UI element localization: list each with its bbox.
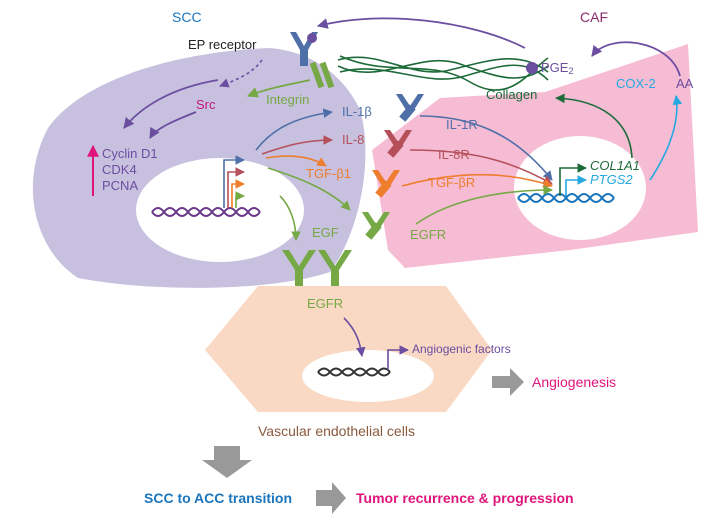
scc-to-acc-label: SCC to ACC transition — [144, 490, 293, 506]
egf-label: EGF — [312, 225, 339, 240]
src-label: Src — [196, 97, 216, 112]
cox2-label: COX-2 — [616, 76, 656, 91]
egfr-endothelial-label: EGFR — [307, 296, 344, 311]
il1b-secretion-arrow — [255, 108, 333, 151]
upper-to-cyclin-arrow — [123, 79, 219, 129]
pcna-label: PCNA — [102, 178, 139, 193]
egfr-caf-label: EGFR — [410, 227, 447, 242]
scc-label: SCC — [172, 9, 202, 25]
ptgs2-to-cox2-arrow — [649, 95, 683, 181]
ptgs2-promoter-arrow — [565, 175, 587, 196]
il1r-to-dna-arrow — [419, 115, 553, 181]
ptgs2-label: PTGS2 — [590, 172, 633, 187]
cdk4-label: CDK4 — [102, 162, 137, 177]
caf-nucleus — [514, 136, 646, 240]
egfr-to-endothelial-dna-arrow — [343, 317, 366, 357]
endothelial-dna — [317, 367, 391, 377]
scc-nucleus — [136, 158, 304, 262]
pge2-subscript: 2 — [568, 66, 574, 76]
scc-promoter-arrows — [223, 155, 245, 208]
egfr-endothelial-icon — [282, 250, 352, 286]
aa-label: AA — [676, 76, 694, 91]
egf-to-caf-arrow — [267, 167, 351, 211]
ep-receptor-icon — [290, 32, 318, 66]
il1b-label: IL-1β — [342, 104, 372, 119]
aa-to-pge2-arrow — [591, 41, 681, 77]
angiogenic-factors-label: Angiogenic factors — [412, 342, 511, 356]
angiogenic-promoter-arrow — [387, 345, 409, 370]
tgfbr-label: TGF-βR — [428, 175, 476, 190]
il8r-label: IL-8R — [438, 147, 470, 162]
pge2-text: PGE — [541, 60, 569, 75]
angiogenesis-block-arrow — [492, 368, 524, 396]
il8r-to-dna-arrow — [409, 149, 553, 185]
col1a1-promoter-arrow — [559, 163, 587, 196]
col1a1-to-collagen-arrow — [555, 93, 633, 159]
collagen-fibers — [337, 55, 549, 91]
right-block-arrow — [316, 482, 346, 514]
integrin-icon — [309, 61, 335, 89]
egfr-to-dna-arrow — [415, 185, 553, 225]
collagen-label: Collagen — [486, 87, 538, 102]
col1a1-label: COL1A1 — [590, 158, 640, 173]
cyclin-d1-label: Cyclin D1 — [102, 146, 158, 161]
down-block-arrow — [202, 446, 252, 478]
recurrence-label: Tumor recurrence & progression — [356, 490, 574, 506]
caf-label: CAF — [580, 9, 608, 25]
egf-to-endothelial-arrow — [279, 195, 301, 241]
caf-dna — [517, 193, 615, 203]
il1r-icon — [396, 94, 424, 122]
il1r-label: IL-1R — [446, 117, 478, 132]
tgfbr-to-dna-arrow — [401, 173, 553, 188]
pge2-dot — [526, 62, 538, 74]
egfr-caf-icon — [362, 212, 390, 240]
endothelial-nucleus — [302, 350, 434, 402]
integrin-label: Integrin — [266, 92, 310, 107]
pge2-to-ep-arrow — [316, 17, 526, 49]
il8r-icon — [384, 130, 412, 158]
tgfb1-label: TGF-β1 — [306, 166, 352, 181]
pge2-label: PGE2 — [541, 61, 573, 76]
ep-to-src-arrow — [219, 59, 263, 88]
angiogenesis-label: Angiogenesis — [532, 374, 617, 390]
il8-label: IL-8 — [342, 132, 365, 147]
src-to-cyclin-arrow — [149, 111, 197, 139]
tgfb1-secretion-arrow — [265, 155, 327, 167]
ep-receptor-label: EP receptor — [188, 37, 257, 52]
scc-dna — [151, 207, 261, 217]
tgfbr-icon — [372, 170, 400, 198]
integrin-to-src-arrow — [246, 79, 311, 98]
il8-secretion-arrow — [261, 135, 333, 155]
endothelial-label: Vascular endothelial cells — [258, 423, 415, 439]
